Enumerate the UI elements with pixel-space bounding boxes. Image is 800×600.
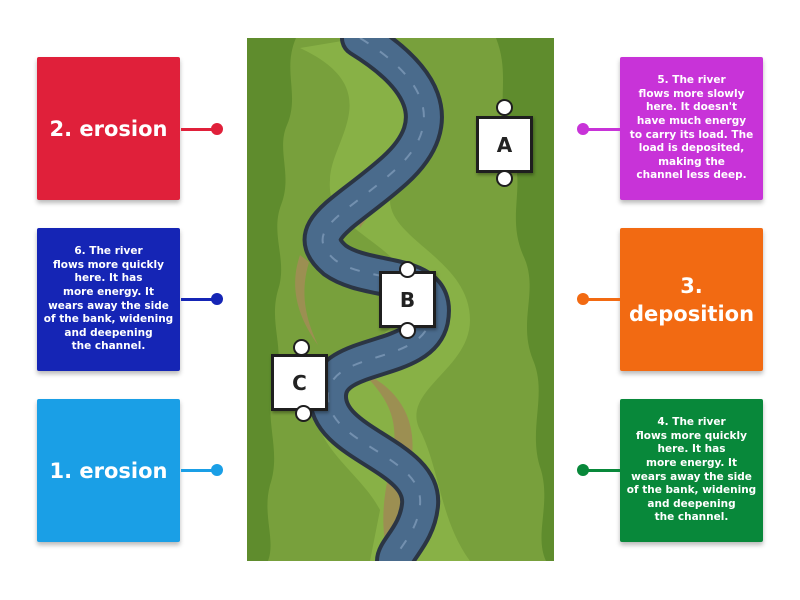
answer-card-5-river-slowly[interactable]: 5. The river flows more slowly here. It … — [620, 57, 763, 200]
map-label-b: B — [379, 271, 436, 328]
connector-line — [583, 297, 620, 301]
connector-line — [181, 468, 217, 472]
map-label-c: C — [271, 354, 328, 411]
connector-dot[interactable] — [577, 293, 589, 305]
map-label-a: A — [476, 116, 533, 173]
answer-card-3-deposition[interactable]: 3. deposition — [620, 228, 763, 371]
label-a-top-pin[interactable] — [496, 99, 513, 116]
connector-dot[interactable] — [211, 464, 223, 476]
answer-card-text: 1. erosion — [49, 458, 168, 483]
connector-dot[interactable] — [577, 123, 589, 135]
map-label-b-text: B — [399, 287, 416, 312]
label-c-bottom-pin[interactable] — [295, 405, 312, 422]
connector-dot[interactable] — [211, 123, 223, 135]
label-b-top-pin[interactable] — [399, 261, 416, 278]
answer-card-4-river-quickly[interactable]: 4. The river flows more quickly here. It… — [620, 399, 763, 542]
answer-card-text: 2. erosion — [49, 116, 168, 141]
label-b-bottom-pin[interactable] — [399, 322, 416, 339]
connector-dot[interactable] — [577, 464, 589, 476]
connector-dot[interactable] — [211, 293, 223, 305]
answer-card-text: 6. The river flows more quickly here. It… — [43, 245, 174, 353]
answer-card-text: 3. deposition — [628, 273, 755, 326]
answer-card-text: 4. The river flows more quickly here. It… — [626, 416, 757, 524]
answer-card-text: 5. The river flows more slowly here. It … — [629, 74, 754, 182]
connector-line — [583, 468, 620, 472]
map-label-a-text: A — [496, 132, 513, 157]
answer-card-2-erosion[interactable]: 2. erosion — [37, 57, 180, 200]
label-a-bottom-pin[interactable] — [496, 170, 513, 187]
answer-card-1-erosion[interactable]: 1. erosion — [37, 399, 180, 542]
connector-line — [181, 127, 217, 131]
connector-line — [583, 127, 620, 131]
map-label-c-text: C — [292, 370, 307, 395]
connector-line — [181, 297, 217, 301]
label-c-top-pin[interactable] — [293, 339, 310, 356]
answer-card-6-river-quickly[interactable]: 6. The river flows more quickly here. It… — [37, 228, 180, 371]
